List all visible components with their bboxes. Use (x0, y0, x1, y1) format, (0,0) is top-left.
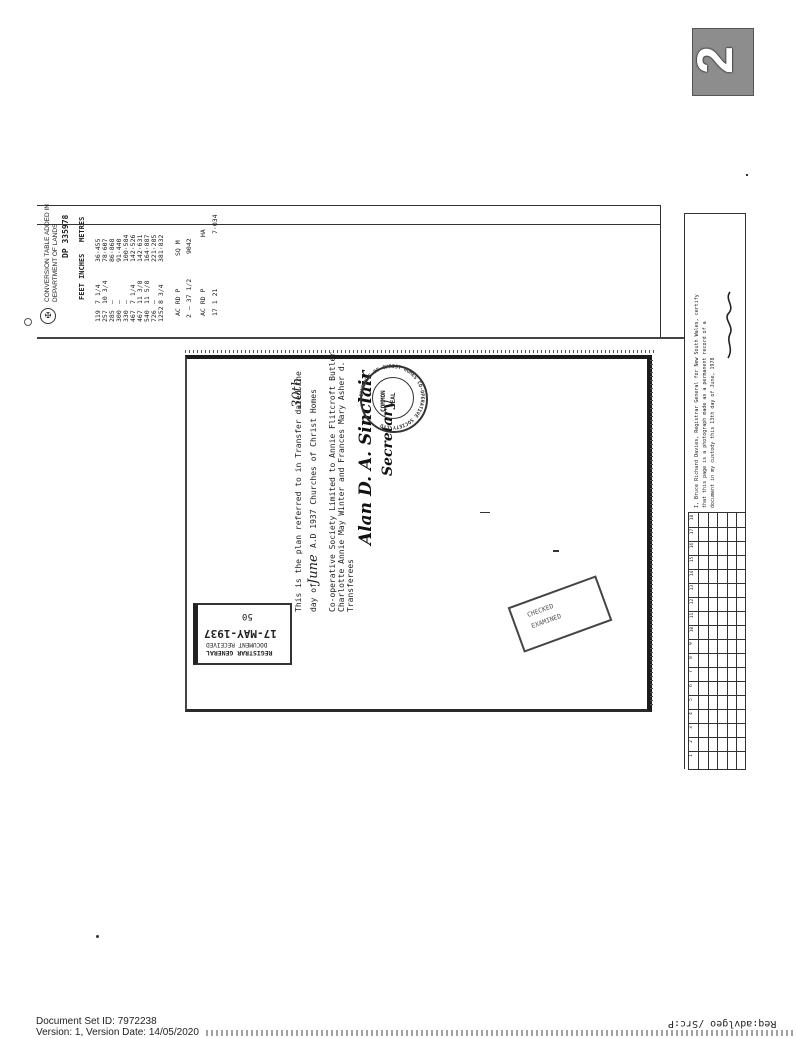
grid-line (717, 513, 718, 769)
area1-metric: 9042 (185, 238, 193, 254)
grid-label: 1 (688, 754, 694, 757)
grid-line (698, 513, 699, 769)
grid-row (689, 541, 745, 542)
plan-line-2-prefix: day of (309, 583, 318, 612)
grid-label: 14 (690, 570, 696, 577)
area2-unit: HA (199, 229, 207, 237)
certification-strip (684, 213, 746, 769)
grid-row (689, 709, 745, 710)
grid-label: 18 (690, 514, 696, 521)
grid-row (689, 583, 745, 584)
grid-row (689, 527, 745, 528)
crest-icon: ✠ (40, 308, 56, 324)
grid-label: 17 (690, 528, 696, 535)
common-seal (360, 365, 428, 433)
speck (746, 174, 748, 176)
area1-unit: SQ M (174, 240, 182, 256)
seal-ring-textpath: CHURCHES OF CHRIST HOMES CO-OPERATIVE SO… (359, 364, 425, 430)
grid-row (689, 555, 745, 556)
page-number-tab: 2 (687, 28, 754, 96)
grid-label: 13 (690, 584, 696, 591)
seal-ring-svg: CHURCHES OF CHRIST HOMES CO-OPERATIVE SO… (359, 364, 425, 430)
area1-value: 2 – 37 1/2 (185, 278, 193, 318)
grid-label: 2 (688, 740, 694, 743)
plan-line-3: Co-operative Society Limited to Annie Fl… (328, 351, 337, 612)
table-row-feet: 1252 (157, 306, 165, 322)
grid-line (708, 513, 709, 769)
grid-row (689, 695, 745, 696)
cert-text-3: document in my custody this 13th day of … (710, 357, 716, 508)
plan-line-5: Transferees (346, 559, 355, 612)
received-stamp: 50 17-MAY-1937 DOCUMENT RECEIVED REGISTR… (193, 603, 292, 665)
footer-scan-noise (206, 1030, 796, 1036)
dp-number: DP 335978 (61, 214, 70, 258)
grid-row (689, 653, 745, 654)
grid-row (689, 681, 745, 682)
plan-line-4: Charlotte Annie May Winter and Frances M… (337, 361, 346, 612)
grid-row (689, 639, 745, 640)
grid-label: 12 (690, 598, 696, 605)
grid-label: 4 (688, 712, 694, 715)
sheet-edge-noise (650, 360, 653, 705)
grid-label: 11 (690, 612, 696, 619)
grid-row (689, 569, 745, 570)
plan-line-2-suffix: A.D 1937 Churches of Christ Homes (309, 389, 318, 548)
grid-label: 16 (690, 542, 696, 549)
certifier-signature (722, 290, 738, 360)
grid-row (689, 751, 745, 752)
table-divider (37, 224, 660, 225)
grid-label: 10 (690, 626, 696, 633)
table-row-metres: 381·832 (157, 234, 165, 262)
table-heading-1: CONVERSION TABLE ADDED IN (44, 203, 51, 302)
grid-label: 7 (688, 670, 694, 673)
seal-ring-text: CHURCHES OF CHRIST HOMES CO-OPERATIVE SO… (356, 361, 428, 433)
seal-inner-ring (372, 377, 414, 419)
svg-text:CHURCHES OF CHRIST HOMES CO-OP: CHURCHES OF CHRIST HOMES CO-OPERATIVE SO… (359, 364, 425, 430)
area2-metric: 7·034 (211, 214, 219, 234)
col-feet-inches: FEET INCHES (78, 253, 86, 300)
grid-row (689, 597, 745, 598)
footer-version: Version: 1, Version Date: 14/05/2020 (36, 1027, 199, 1038)
grid-label: 15 (690, 556, 696, 563)
grid-label: 8 (688, 656, 694, 659)
handwritten-month: June (306, 554, 321, 584)
sheet-mark (480, 512, 490, 513)
footer-ref: Req:advlgeo /Src:P (668, 1018, 777, 1029)
area2-value: 17 1 21 (211, 288, 219, 316)
footer-doc-set-id: Document Set ID: 7972238 (36, 1016, 157, 1027)
col-metres: METRES (78, 216, 86, 242)
grid-row (689, 737, 745, 738)
table-row-inches: 8 3/4 (157, 284, 165, 304)
grid-label: 3 (688, 726, 694, 729)
grid-line (727, 513, 728, 769)
grid-row (689, 667, 745, 668)
handwritten-day: 30th (290, 377, 305, 408)
grid-line (736, 513, 737, 769)
grid-label: 9 (688, 642, 694, 645)
grid-label: 6 (688, 684, 694, 687)
area2-header: AC RD P (199, 288, 207, 316)
stamp-number: 50 (242, 611, 253, 621)
table-heading-2: DEPARTMENT OF LANDS (52, 223, 59, 302)
stamp-line-1: DOCUMENT RECEIVED (206, 641, 268, 648)
certifier-signature-svg (726, 291, 732, 359)
hole-punch-mark (24, 318, 32, 326)
grid-label: 5 (688, 698, 694, 701)
area1-header: AC RD P (174, 288, 182, 316)
speck (96, 935, 99, 938)
certification-grid (688, 512, 746, 770)
sheet-mark (553, 550, 559, 552)
table-divider (37, 337, 685, 339)
stamp-line-2: REGISTRAR GENERAL (206, 649, 273, 657)
sheet-edge-noise (185, 350, 655, 353)
grid-row (689, 611, 745, 612)
cert-text-2: that this page is a photograph made as a… (702, 321, 708, 508)
grid-row (689, 625, 745, 626)
cert-text-1: I, Bruce Richard Davies, Registrar Gener… (694, 294, 700, 508)
grid-row (689, 723, 745, 724)
page-number: 2 (686, 46, 743, 74)
stamp-date: 17-MAY-1937 (204, 627, 277, 640)
